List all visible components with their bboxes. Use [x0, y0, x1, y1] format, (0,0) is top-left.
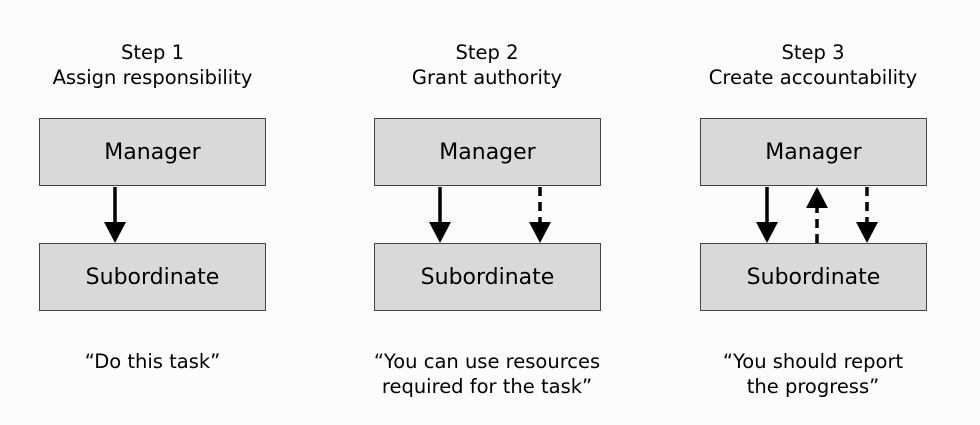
step-1-quote: “Do this task”: [40, 349, 265, 374]
step-1-title: Step 1 Assign responsibility: [40, 40, 265, 90]
step-1-manager-box: Manager: [39, 118, 266, 186]
step-3-title: Step 3 Create accountability: [700, 40, 926, 90]
step-3-solid-down-arrow: [756, 187, 778, 243]
step-2-title: Step 2 Grant authority: [374, 40, 600, 90]
step-2-quote-line-1: “You can use resources: [373, 350, 601, 373]
step-2-subordinate-box: Subordinate: [374, 243, 601, 311]
step-3-quote: “You should report the progress”: [700, 349, 926, 399]
step-3-manager-box: Manager: [700, 118, 927, 186]
step-2-manager-box: Manager: [374, 118, 601, 186]
step-1-quote-line-1: “Do this task”: [84, 350, 221, 373]
step-1-label: Step 1: [120, 41, 184, 64]
step-3-quote-line-1: “You should report: [722, 350, 904, 373]
step-2-dashed-down-arrow: [529, 187, 551, 243]
step-3-action: Create accountability: [708, 66, 918, 89]
step-2-solid-down-arrow: [429, 187, 451, 243]
step-3-label: Step 3: [781, 41, 845, 64]
step-3-subordinate-box: Subordinate: [700, 243, 927, 311]
step-1-subordinate-box: Subordinate: [39, 243, 266, 311]
step-1-solid-down-arrow: [104, 187, 126, 243]
step-3-dashed-down-arrow: [856, 187, 878, 243]
step-3-quote-line-2: the progress”: [746, 375, 880, 398]
step-2-quote-line-2: required for the task”: [381, 375, 593, 398]
step-2-action: Grant authority: [411, 66, 563, 89]
step-3-dashed-up-arrow: [806, 187, 828, 243]
step-2-quote: “You can use resources required for the …: [362, 349, 612, 399]
step-1-action: Assign responsibility: [52, 66, 253, 89]
step-2-label: Step 2: [455, 41, 519, 64]
